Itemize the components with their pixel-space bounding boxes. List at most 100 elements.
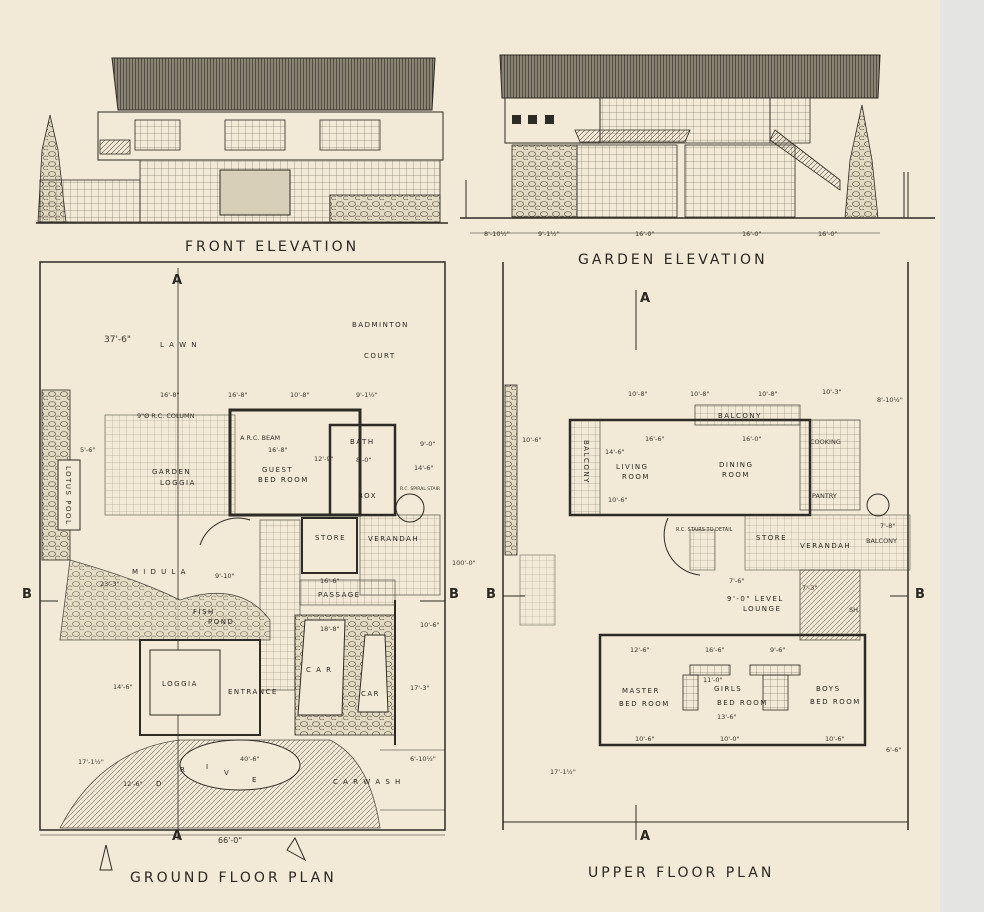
uf-dim-2: 10'-8" — [690, 390, 710, 398]
uf-dim-16: 13'-6" — [717, 713, 737, 721]
gf-loggia: LOGGIA — [162, 680, 198, 688]
uf-dim-1: 10'-8" — [628, 390, 648, 398]
uf-dim-6: 10'-6" — [522, 436, 542, 444]
uf-dim-3: 10'-8" — [758, 390, 778, 398]
gf-dim-23: 5'-6" — [80, 446, 95, 454]
gf-section-b-right: B — [449, 587, 459, 602]
uf-pantry: PANTRY — [812, 492, 837, 500]
uf-balcony-top: BALCONY — [718, 412, 762, 420]
uf-dim-13: 16'-6" — [705, 646, 725, 654]
garden-dim-2: 9'-1½" — [538, 230, 560, 238]
uf-dim-17: 10'-6" — [635, 735, 655, 743]
uf-verandah: VERANDAH — [800, 542, 851, 550]
upper-floor-title: UPPER FLOOR PLAN — [588, 865, 774, 881]
gf-dim-1: 37'-6" — [104, 335, 131, 345]
front-elevation-title: FRONT ELEVATION — [185, 239, 359, 255]
gf-dim-10: 23'-3" — [100, 580, 120, 588]
gf-passage: PASSAGE — [318, 591, 361, 599]
uf-section-a-top: A — [640, 291, 650, 306]
gf-dim-14: 18'-8" — [320, 625, 340, 633]
uf-balcony-right: BALCONY — [866, 537, 897, 545]
gf-lawn: L A W N — [160, 341, 198, 349]
uf-dim-12: 12'-6" — [630, 646, 650, 654]
uf-dim-10: 7'-6" — [729, 577, 744, 585]
gf-dim-15: 14'-6" — [113, 683, 133, 691]
gf-drive-v: V — [224, 769, 230, 777]
gf-spiral-stair: R.C. SPIRAL STAIR — [400, 486, 440, 492]
gf-section-a-bottom: A — [172, 829, 182, 844]
garden-elevation-title: GARDEN ELEVATION — [578, 252, 768, 268]
uf-sh: SH — [849, 606, 858, 614]
gf-guest: GUEST — [262, 466, 293, 474]
gf-dim-4: 10'-8" — [290, 391, 310, 399]
gf-dim-2: 16'-8" — [160, 391, 180, 399]
gf-section-a-top: A — [172, 273, 182, 288]
gf-dim-5: 9'-1½" — [356, 391, 378, 399]
gf-dim-21: 66'-0" — [218, 836, 242, 845]
uf-girls-bedroom: BED ROOM — [717, 699, 768, 707]
uf-lounge: LOUNGE — [743, 605, 781, 613]
gf-court: COURT — [364, 352, 396, 360]
garden-elevation: 8'-10½" 9'-1½" 16'-0" 16'-0" 16'-0" GARD… — [460, 54, 935, 268]
gf-dim-8: 8'-0" — [356, 456, 371, 464]
uf-dim-15: 11'-0" — [703, 676, 723, 684]
gf-pond: POND — [208, 618, 234, 626]
uf-section-b-left: B — [486, 587, 496, 602]
gf-drive-r: R — [180, 766, 186, 774]
garden-dim-1: 8'-10½" — [484, 230, 510, 238]
gf-dim-7: 12'-9" — [314, 455, 334, 463]
gf-drive-e: E — [252, 776, 258, 784]
ground-floor-plan: A A B B L A W N BADMINTON COURT 9"Ø R.C.… — [22, 261, 476, 886]
gf-badminton: BADMINTON — [352, 321, 409, 329]
gf-dim-17: 17'-1½" — [78, 758, 104, 766]
gf-dim-20: 6'-10½" — [410, 755, 436, 763]
uf-dim-5: 8'-10½" — [877, 396, 903, 404]
gf-dim-11: 9'-10" — [215, 572, 235, 580]
uf-boys-bedroom: BED ROOM — [810, 698, 861, 706]
gf-verandah: VERANDAH — [368, 535, 419, 543]
gf-drive-d: D — [156, 780, 163, 788]
uf-master: MASTER — [622, 687, 660, 695]
gf-dim-19: 12'-6" — [123, 780, 143, 788]
gf-dim-6: 16'-8" — [268, 446, 288, 454]
gf-section-b-left: B — [22, 587, 32, 602]
gf-dim-13: 100'-0" — [452, 559, 476, 567]
uf-dim-8: 16'-0" — [742, 435, 762, 443]
uf-dim-21: 10'-6" — [608, 496, 628, 504]
uf-dim-23: 7'-8" — [880, 522, 895, 530]
uf-section-a-bottom: A — [640, 829, 650, 844]
uf-dining: DINING — [719, 461, 753, 469]
uf-store: STORE — [756, 534, 787, 542]
uf-dim-7: 16'-6" — [645, 435, 665, 443]
gf-car-wash: C A R W A S H — [333, 778, 402, 786]
sun-direction-arrow-icon — [286, 836, 307, 862]
ground-floor-title: GROUND FLOOR PLAN — [130, 870, 337, 886]
gf-dim-24: 9'-0" — [420, 440, 435, 448]
uf-cooking: COOKING — [810, 438, 841, 446]
uf-stairs: R.C. STAIRS TO DETAIL — [676, 527, 733, 533]
uf-dim-20: 17'-1½" — [550, 768, 576, 776]
gf-bath: BATH — [350, 438, 375, 446]
uf-boys: BOYS — [816, 685, 841, 693]
gf-car-2: CAR — [361, 690, 380, 698]
gf-dim-18: 40'-6" — [240, 755, 260, 763]
gf-lotus-pool: LOTUS POOL — [64, 466, 72, 525]
gf-dim-9: 14'-6" — [414, 464, 434, 472]
gf-dim-16: 17'-3" — [410, 684, 430, 692]
gf-dim-3: 16'-8" — [228, 391, 248, 399]
gf-entrance: ENTRANCE — [228, 688, 278, 696]
uf-dim-18: 10'-0" — [720, 735, 740, 743]
gf-drive-i: I — [206, 763, 210, 771]
gf-dim-22: 10'-6" — [420, 621, 440, 629]
uf-living-room: ROOM — [622, 473, 650, 481]
uf-living: LIVING — [616, 463, 648, 471]
uf-dim-22: 6'-6" — [886, 746, 901, 754]
uf-dim-19: 10'-6" — [825, 735, 845, 743]
garden-dim-5: 16'-0" — [818, 230, 838, 238]
gf-store: STORE — [315, 534, 346, 542]
uf-lounge-level: 9'-0" LEVEL — [727, 595, 784, 603]
gf-box: BOX — [358, 492, 377, 500]
north-arrow-icon — [99, 844, 113, 871]
gf-car-1: C A R — [306, 666, 333, 674]
